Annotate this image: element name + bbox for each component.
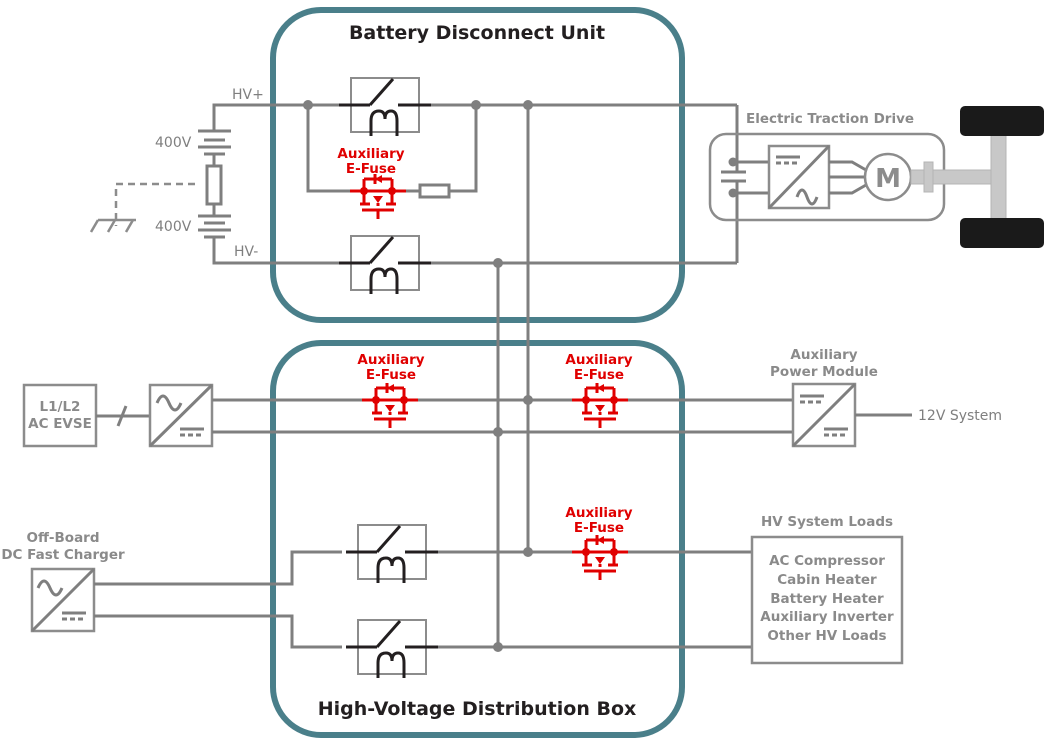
12v-system-label: 12V System	[918, 408, 1002, 424]
battery-disconnect-unit-enclosure	[270, 7, 685, 323]
main-negative-contactor	[337, 234, 433, 296]
hv-loads-efuse-icon	[570, 533, 630, 582]
hv-plus-label: HV+	[232, 87, 264, 103]
hv-loads-title: HV System Loads	[761, 514, 893, 530]
obc-efuse-icon	[360, 381, 420, 430]
apm-efuse-label-1: Auxiliary	[565, 352, 632, 368]
traction-drive-title: Electric Traction Drive	[746, 111, 914, 127]
bdu-efuse-label-2: E-Fuse	[346, 161, 396, 177]
obc-efuse-label-1: Auxiliary	[357, 352, 424, 368]
dcfc-label-2: DC Fast Charger	[1, 547, 125, 563]
hv-load-item: Cabin Heater	[777, 572, 877, 588]
bdu-precharge-efuse-icon	[348, 172, 408, 221]
chassis-ground-link	[114, 182, 195, 226]
wheel-bottom	[960, 218, 1044, 248]
apm-label-1: Auxiliary	[790, 347, 857, 363]
apm-efuse-icon	[570, 381, 630, 430]
hv-load-item: Auxiliary Inverter	[760, 609, 894, 625]
hv-load-item: AC Compressor	[769, 553, 885, 569]
electric-traction-drive: M	[708, 105, 1044, 263]
ac-evse-label-2: AC EVSE	[28, 416, 92, 432]
bdu-efuse-label-1: Auxiliary	[337, 146, 404, 162]
ac-evse-label-1: L1/L2	[40, 399, 81, 415]
hvdb-title: High-Voltage Distribution Box	[318, 698, 637, 720]
dcfc-negative-contactor	[344, 618, 440, 680]
obc-efuse-label-2: E-Fuse	[366, 367, 416, 383]
dcfc-positive-contactor	[344, 523, 440, 585]
loads-efuse-label-1: Auxiliary	[565, 505, 632, 521]
apm-label-2: Power Module	[770, 364, 878, 380]
hv-load-item: Other HV Loads	[767, 628, 886, 644]
hv-minus-label: HV-	[234, 244, 258, 260]
lower-battery-voltage: 400V	[155, 219, 192, 235]
dcfc-label-1: Off-Board	[26, 530, 99, 546]
battery-stack	[89, 103, 340, 265]
hv-load-item: Battery Heater	[770, 591, 884, 607]
bdu-title: Battery Disconnect Unit	[349, 22, 605, 44]
main-positive-contactor	[337, 76, 433, 138]
motor-symbol: M	[875, 164, 901, 194]
hv-distribution-box-enclosure	[270, 340, 685, 738]
loads-efuse-label-2: E-Fuse	[574, 520, 624, 536]
ac-evse-box	[22, 383, 98, 448]
chassis-ground-icon	[89, 218, 136, 233]
wheel-top	[960, 106, 1044, 136]
hv-loads-box	[750, 535, 904, 665]
upper-battery-voltage: 400V	[155, 135, 192, 151]
apm-efuse-label-2: E-Fuse	[574, 367, 624, 383]
